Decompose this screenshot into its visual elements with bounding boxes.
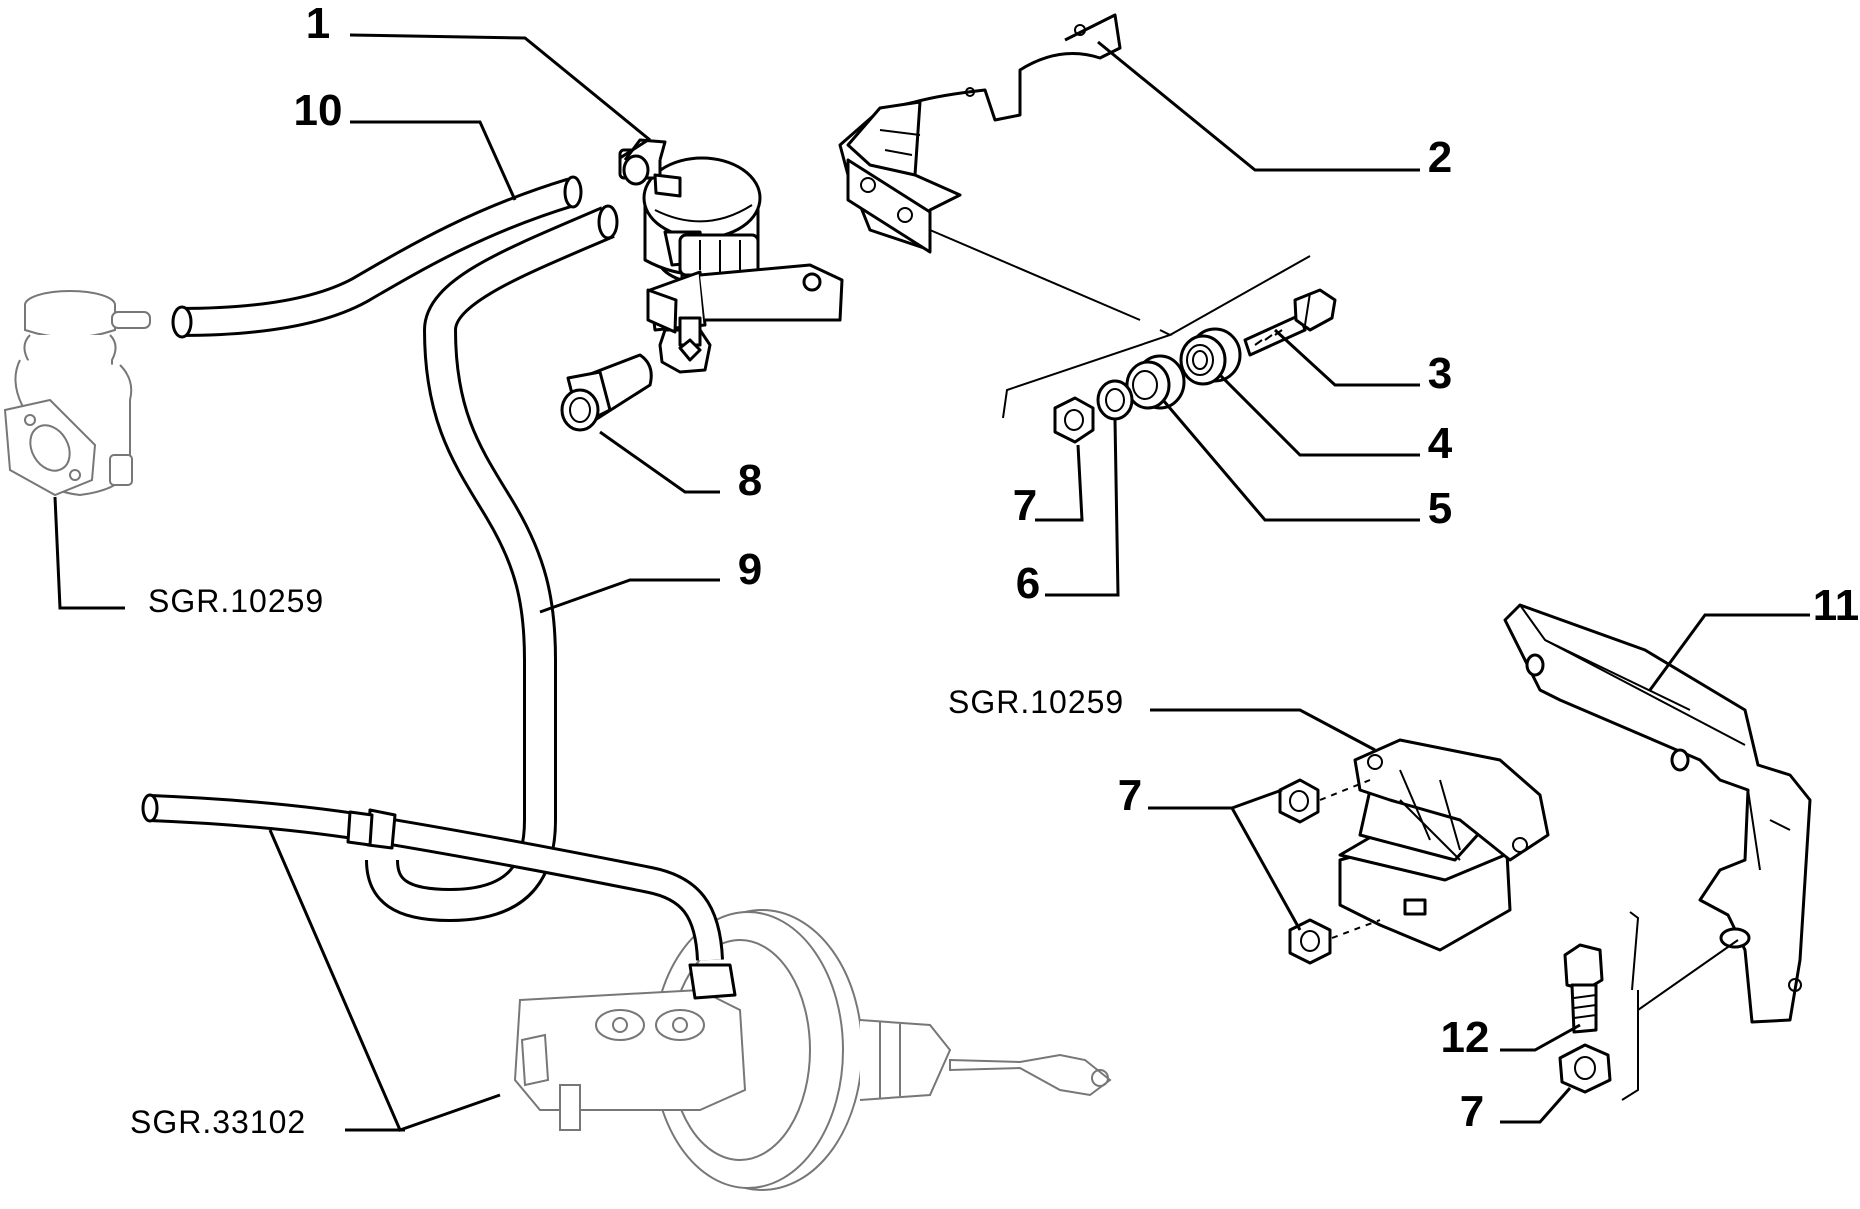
reference-label-mount: SGR.10259 bbox=[948, 684, 1124, 720]
assembly-line-2-3 bbox=[929, 229, 1141, 321]
bolt-3-part bbox=[1243, 288, 1337, 357]
assembly-bracket-lower bbox=[1621, 911, 1640, 1101]
reference-label-booster: SGR.33102 bbox=[130, 1104, 306, 1140]
washer-6-part bbox=[1096, 379, 1134, 421]
callout-5: 5 bbox=[1428, 484, 1452, 533]
callout-3: 3 bbox=[1428, 349, 1452, 398]
bush-5-part bbox=[1125, 354, 1186, 410]
callout-7-upper: 7 bbox=[1013, 481, 1037, 530]
hose-10-part bbox=[171, 175, 583, 339]
callout-11: 11 bbox=[1813, 581, 1860, 630]
callout-4: 4 bbox=[1428, 419, 1453, 468]
brake-booster-reference-part bbox=[513, 909, 1112, 1191]
callout-2: 2 bbox=[1428, 133, 1452, 182]
nut-7-upper-part bbox=[1053, 396, 1095, 444]
vacuum-hose-lower bbox=[141, 793, 737, 1000]
callout-12: 12 bbox=[1441, 1013, 1490, 1062]
leader-lines bbox=[53, 33, 1810, 1132]
callout-8: 8 bbox=[738, 456, 762, 505]
callout-1: 1 bbox=[306, 0, 330, 48]
reference-label-pump: SGR.10259 bbox=[148, 583, 324, 619]
bush-4-part bbox=[1179, 327, 1242, 386]
vacuum-valve-part bbox=[618, 138, 844, 374]
hose-9-part bbox=[365, 204, 619, 923]
assembly-line-11 bbox=[1637, 939, 1739, 1011]
engine-mount-part bbox=[1338, 738, 1550, 952]
bracket-11-part bbox=[1503, 603, 1812, 1024]
bracket-2-part bbox=[838, 13, 1122, 254]
bolt-8-part bbox=[560, 353, 653, 432]
vacuum-pump-reference-part bbox=[3, 290, 151, 497]
nut-7-mid-lower-part bbox=[1288, 918, 1332, 965]
assembly-bracket-upper bbox=[1002, 255, 1311, 419]
callout-6: 6 bbox=[1016, 559, 1040, 608]
nut-7-mid-upper-part bbox=[1278, 778, 1320, 824]
callout-7-lower: 7 bbox=[1460, 1087, 1484, 1136]
callout-7-middle: 7 bbox=[1118, 771, 1142, 820]
nut-7-lower-part bbox=[1558, 1043, 1612, 1094]
callout-10: 10 bbox=[294, 86, 343, 135]
bolt-12-part bbox=[1563, 943, 1604, 1034]
callout-9: 9 bbox=[738, 545, 762, 594]
assembly-dash-line bbox=[1319, 779, 1381, 939]
